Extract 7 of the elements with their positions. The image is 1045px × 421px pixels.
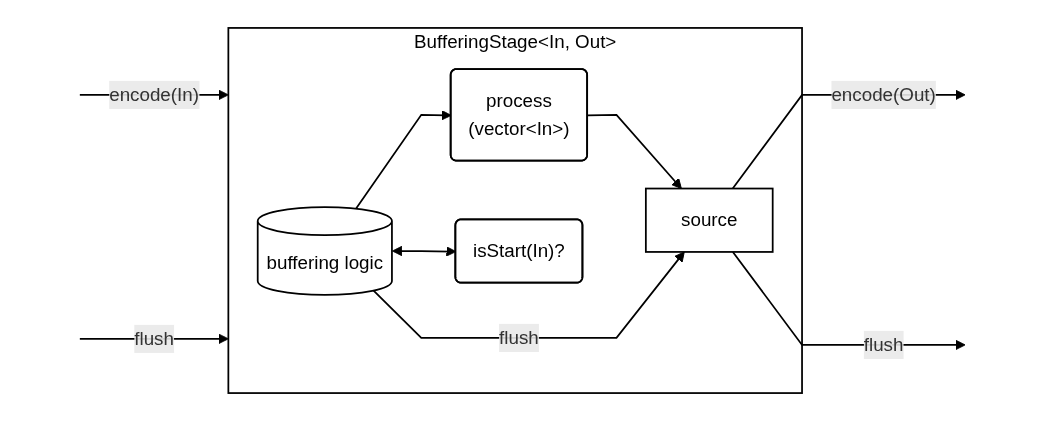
edge-label: flush: [863, 334, 904, 355]
edge-label: flush: [134, 328, 174, 349]
node-box: source: [644, 187, 774, 253]
arrow: [372, 251, 685, 339]
edge-label: encode(Out): [831, 84, 936, 105]
edge-label: encode(In): [109, 84, 200, 105]
edge-label: flush: [499, 327, 539, 348]
